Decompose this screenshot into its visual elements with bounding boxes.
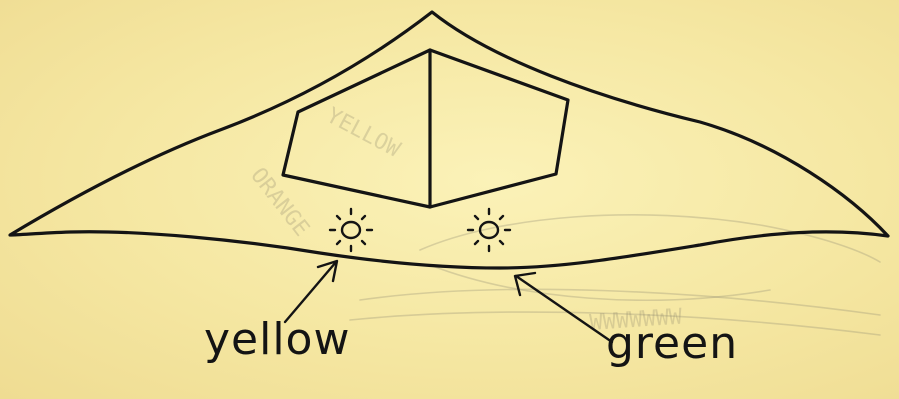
- green-light-icon: [468, 209, 510, 251]
- label-yellow: yellow: [204, 318, 350, 362]
- arrow-to-yellow: [285, 261, 337, 322]
- wing-outline: [10, 12, 888, 268]
- yellow-light-icon: [330, 209, 372, 251]
- arrow-to-green: [515, 273, 612, 342]
- svg-text:ORANGE: ORANGE: [245, 163, 314, 241]
- cockpit-outline: [283, 50, 568, 207]
- label-green: green: [606, 322, 738, 366]
- svg-text:YELLOW: YELLOW: [322, 103, 405, 163]
